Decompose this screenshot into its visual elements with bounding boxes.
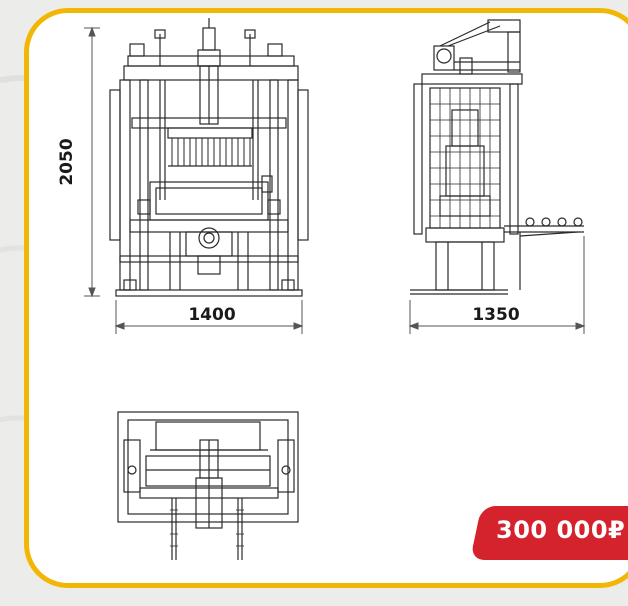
top-view	[117, 411, 299, 560]
price-label: 300 000₽	[496, 516, 626, 544]
front-view	[109, 18, 309, 297]
height-dimension-label: 2050	[57, 138, 77, 185]
side-width-dimension-label: 1350	[472, 305, 519, 325]
yellow-frame	[24, 8, 628, 588]
front-width-dimension-label: 1400	[188, 305, 235, 325]
side-view	[410, 19, 584, 295]
dimension-lines	[84, 26, 586, 334]
